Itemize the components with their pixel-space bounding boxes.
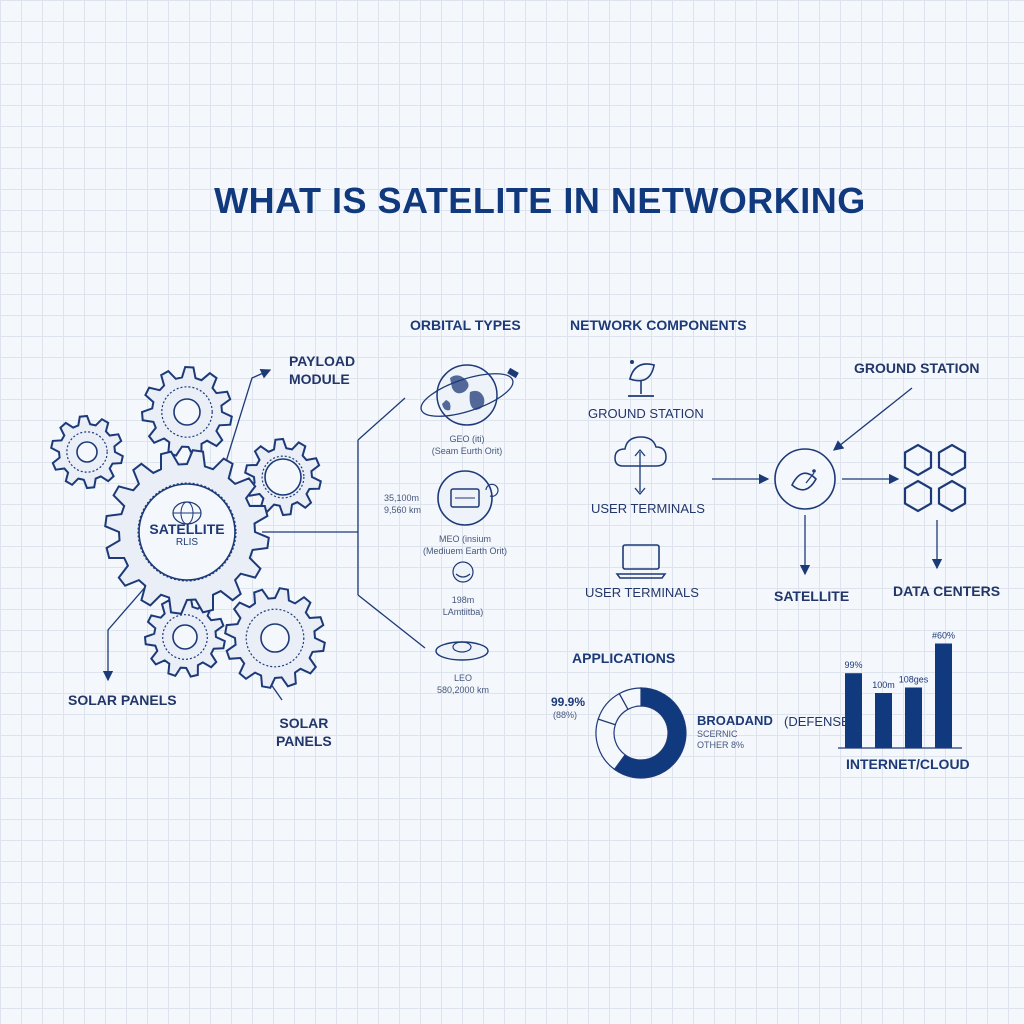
hex-cell	[937, 443, 967, 477]
globe-icon	[172, 501, 202, 525]
payload-module-text: PAYLOAD MODULE	[289, 353, 356, 387]
meo-caption-line2: (Mediuem Earth Orit)	[422, 546, 508, 556]
mid-orbit-line2: LAmtiitba)	[442, 607, 484, 617]
legend-broadband: BROADAND	[697, 713, 773, 728]
mid-orbit-icon	[452, 561, 474, 583]
gear-main	[104, 449, 270, 615]
satellite-node-icon	[774, 448, 836, 510]
meo-altitude-line1: 35,100m	[384, 493, 420, 503]
bar-2	[905, 687, 922, 748]
solar-panels-right-text: SOLAR PANELS	[276, 715, 332, 749]
gear-bottom-right	[224, 587, 326, 689]
hex-cell	[903, 443, 933, 477]
data-center-hex-icon	[903, 443, 967, 513]
gear-right	[244, 437, 322, 517]
geo-globe-icon	[420, 364, 519, 426]
user-terminals-label-2: USER TERMINALS	[585, 585, 699, 600]
bar-0	[845, 673, 862, 748]
leo-caption-line2: 580,2000 km	[436, 685, 490, 695]
gear-top	[140, 365, 233, 458]
donut-slice-0	[613, 687, 687, 779]
geo-caption-line1: GEO (iti)	[449, 434, 485, 444]
geo-caption-line2: (Seam Eurth Orit)	[431, 446, 503, 456]
satellite-center-badge: SATELLITE RLIS	[143, 500, 231, 548]
legend-scientific: SCERNIC	[697, 729, 738, 739]
orbital-types-heading: ORBITAL TYPES	[410, 317, 521, 333]
bar-label-1: 100m	[872, 680, 895, 690]
solar-left-pointer	[102, 569, 161, 682]
solar-panels-right-label: SOLAR PANELS	[276, 714, 332, 750]
laptop-icon	[615, 544, 667, 579]
donut-slice-3	[618, 687, 642, 711]
payload-module-label: PAYLOAD MODULE	[289, 352, 355, 388]
hex-cell	[937, 479, 967, 513]
mid-orbit-line1: 198m	[451, 595, 475, 605]
meo-caption-line1: MEO (insium	[438, 534, 491, 544]
user-terminals-label-1: USER TERMINALS	[591, 501, 705, 516]
ground-station-left-label: GROUND STATION	[588, 406, 704, 421]
bar-label-0: 99%	[844, 660, 862, 670]
meo-orbit-icon	[437, 470, 499, 526]
leo-caption-line1: LEO	[453, 673, 472, 683]
satellite-node-label: SATELLITE	[774, 588, 850, 604]
satellite-center-label: SATELLITE	[149, 521, 225, 537]
satellite-dish-icon	[628, 360, 656, 397]
ground-station-right-label: GROUND STATION	[854, 360, 980, 376]
gear-bottom-left	[143, 595, 226, 678]
bar-label-3: #60%	[932, 631, 955, 641]
bar-1	[875, 693, 892, 748]
mid-orbit-caption: 198m LAmtiitba)	[418, 594, 508, 618]
hex-cell	[903, 479, 933, 513]
data-centers-label: DATA CENTERS	[893, 583, 1001, 599]
legend-other: OTHER 8%	[697, 740, 745, 750]
bar-label-2: 108ges	[899, 675, 929, 685]
donut-pct-sub: (88%)	[553, 710, 578, 720]
donut-pct-main: 99.9%	[551, 695, 586, 709]
meo-altitude-line2: 9,560 km	[384, 505, 422, 515]
payload-pointer	[224, 368, 272, 466]
satellite-center-sub: RLIS	[175, 537, 199, 548]
leo-caption: LEO 580,2000 km	[418, 672, 508, 696]
meo-caption: MEO (insium (Mediuem Earth Orit)	[405, 533, 525, 557]
meo-altitude-caption: 35,100m 9,560 km	[384, 492, 421, 516]
leo-orbit-icon	[435, 641, 489, 661]
geo-caption: GEO (iti) (Seam Eurth Orit)	[412, 433, 522, 457]
applications-heading: APPLICATIONS	[572, 650, 676, 666]
cloud-sync-icon	[614, 436, 667, 496]
bar-3	[935, 643, 952, 748]
solar-panels-left-label: SOLAR PANELS	[68, 692, 177, 708]
orbital-bracket	[262, 397, 426, 649]
arrow-ground-to-satellite	[832, 387, 913, 451]
network-components-heading: NETWORK COMPONENTS	[570, 317, 747, 333]
bar-chart-title: INTERNET/CLOUD	[846, 756, 970, 772]
legend-defense: (DEFENSE	[784, 714, 850, 729]
gear-small-left	[50, 414, 124, 490]
page-title: WHAT IS SATELITE IN NETWORKING	[214, 180, 866, 221]
